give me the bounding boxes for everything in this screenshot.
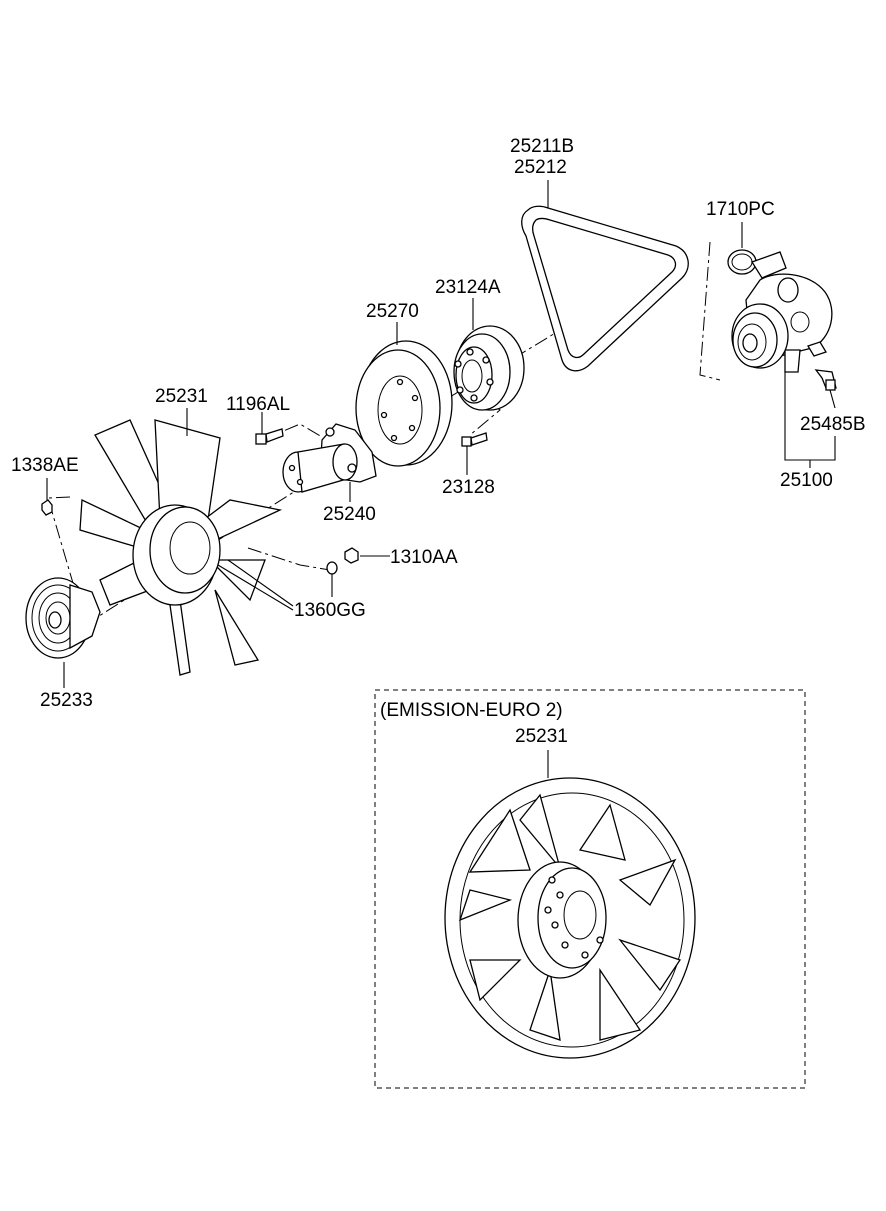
option-fan-euro2 [444, 777, 696, 1059]
label-25100: 25100 [780, 470, 833, 491]
option-title: (EMISSION-EURO 2) [380, 700, 563, 721]
cooling-fan [79, 419, 283, 676]
bolt-1196al [255, 428, 284, 445]
nut-1338ae [41, 499, 53, 516]
spacer [282, 423, 377, 493]
washer-1360gg [326, 561, 338, 575]
label-25485b: 25485B [800, 414, 866, 435]
label-25211b: 25211B [510, 136, 574, 157]
temperature-sensor [814, 369, 837, 391]
fan-clutch [25, 577, 101, 659]
hub-flange [453, 325, 525, 411]
water-pump [731, 251, 833, 373]
label-1360gg: 1360GG [294, 600, 366, 621]
label-option-25231: 25231 [515, 726, 568, 747]
v-belt [521, 205, 689, 372]
label-23128: 23128 [442, 477, 495, 498]
label-1196al: 1196AL [226, 394, 290, 415]
label-1338ae: 1338AE [11, 455, 79, 476]
pulley [355, 340, 453, 467]
label-25240: 25240 [323, 504, 376, 525]
bolt-23128 [461, 432, 488, 447]
part-labels: 25211B 25212 1710PC 23124A 25270 25231 1… [11, 136, 866, 747]
label-25233: 25233 [40, 690, 93, 711]
label-25270: 25270 [366, 301, 419, 322]
label-25212: 25212 [514, 157, 567, 178]
label-1710pc: 1710PC [706, 199, 775, 220]
leader-lines [46, 180, 836, 778]
label-25231: 25231 [155, 386, 208, 407]
label-23124a: 23124A [435, 277, 501, 298]
label-1310aa: 1310AA [390, 547, 458, 568]
nut-1310aa [344, 547, 359, 564]
